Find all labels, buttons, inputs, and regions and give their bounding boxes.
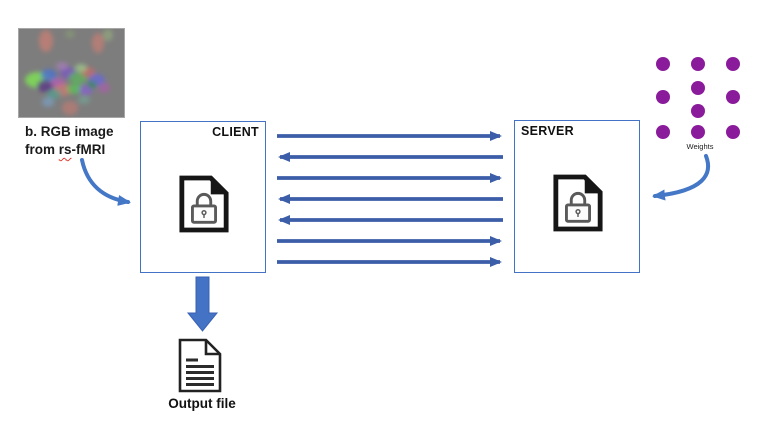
input-caption: b. RGB image from rs-fMRI (25, 123, 114, 159)
neural-weights-dots (656, 57, 740, 139)
output-file-icon (178, 338, 222, 393)
client-server-message-arrows (277, 131, 503, 267)
input-caption-line2-prefix: from (25, 142, 59, 157)
server-box-label: SERVER (521, 124, 574, 138)
input-caption-misspelled-word: rs (58, 142, 72, 157)
input-caption-line1: b. RGB image (25, 124, 114, 139)
client-box: CLIENT (140, 121, 266, 273)
weights-to-server-arrow (652, 154, 711, 201)
output-file-label: Output file (168, 396, 236, 411)
server-box: SERVER (514, 120, 640, 273)
weights-label: Weights (686, 142, 714, 151)
input-caption-line2-suffix: -fMRI (71, 142, 106, 157)
locked-document-icon (179, 175, 229, 233)
input-to-client-arrow (80, 158, 131, 206)
locked-document-icon (553, 174, 603, 232)
rs-fmri-brain-image (18, 28, 125, 118)
client-box-label: CLIENT (212, 125, 259, 139)
client-to-output-arrow (186, 276, 219, 332)
